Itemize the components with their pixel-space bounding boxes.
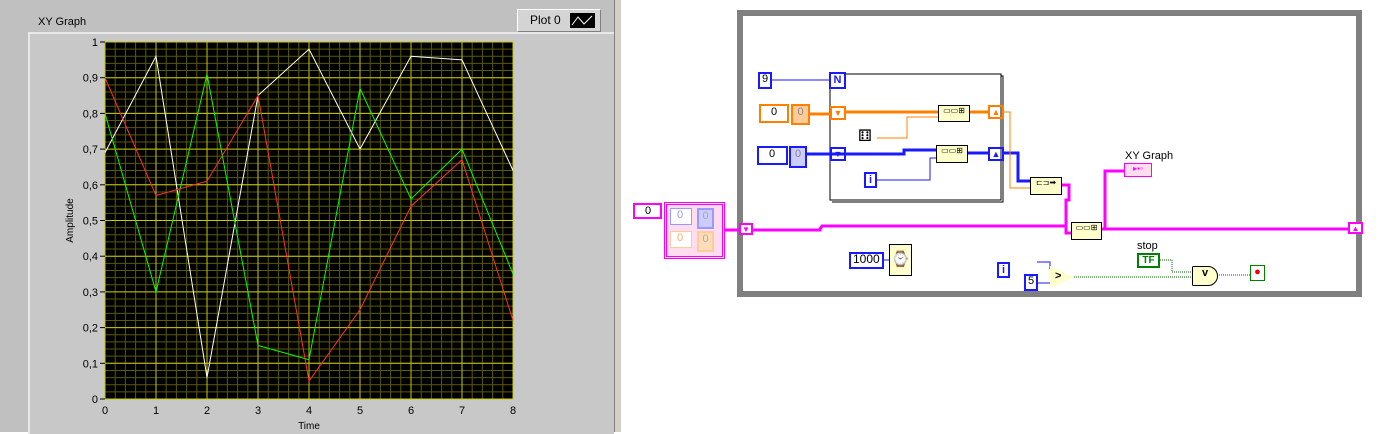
x-tick-label: 8 [510,405,516,417]
pink-shift-register-right: ▲ [1348,222,1363,234]
x-tick-label: 0 [102,405,108,417]
cluster-array-element[interactable]: 0 0 0 0 [664,202,725,259]
xy-graph[interactable]: 0 1 2 3 4 5 6 7 8 0 0,1 0,2 0,3 0,4 0,5 0,6 0,7 0,8 0,9 1Ti… [17,0,631,432]
xy-graph-terminal-label: XY Graph [1125,150,1174,162]
pink-shift-register-left: ▼ [739,223,753,235]
cluster-x-element: 0 [697,208,714,229]
legend-plot-name: Plot 0 [530,13,561,27]
blue-array-control[interactable]: 0 [757,146,788,165]
y-axis-label: Amplitude [65,198,76,243]
x-tick-label: 5 [357,405,363,417]
orange-array-element[interactable]: 0 [791,104,810,125]
x-tick-label: 7 [459,405,465,417]
y-tick-label: 0 [92,394,98,406]
for-loop[interactable] [829,73,1002,201]
blue-array-element[interactable]: 0 [789,146,807,168]
window-divider[interactable] [614,0,622,432]
orange-shift-register-left: ▼ [830,106,846,120]
y-tick-label: 0,1 [83,358,98,370]
series-line-white [104,48,514,378]
build-array-orange[interactable]: ▭▭⊞ [938,105,970,122]
plot-legend[interactable]: Plot 0 [517,9,601,32]
y-tick-label: 0,2 [83,323,98,335]
build-array-plots[interactable]: ▭▭⊞ [1071,222,1102,240]
y-tick-label: 0,9 [83,73,98,85]
while-loop[interactable] [737,10,1362,297]
graph-label: XY Graph [38,16,87,28]
random-number-dice-icon[interactable]: ⚅ [858,128,872,145]
front-panel: XY Graph Plot 0 0 1 2 3 4 5 6 7 8 0 0,1 0,2 0,3 0,4 0,… [0,0,614,434]
x-tick-label: 4 [306,405,312,417]
build-array-blue[interactable]: ▭▭⊞ [936,145,968,163]
x-tick-label: 1 [153,405,159,417]
wait-clock-icon[interactable]: ⌚ [889,244,912,276]
inner-iteration-terminal: i [864,172,877,188]
series-line-green [104,74,514,361]
x-tick-label: 3 [255,405,261,417]
outer-iteration-terminal: i [997,262,1010,278]
count-terminal: N [829,72,846,89]
y-tick-label: 0,7 [83,144,98,156]
blue-shift-register-left: ▼ [830,147,846,161]
plot-line-swatch-icon [570,13,595,28]
wait-ms-constant[interactable]: 1000 [849,252,884,269]
or-node[interactable]: v [1192,266,1218,286]
cluster-x-array: 0 [670,208,692,225]
cluster-array-control[interactable]: 0 [633,203,662,219]
y-tick-label: 1 [92,37,98,49]
compare-constant[interactable]: 5 [1024,274,1039,291]
loop-condition-stop-icon[interactable]: ● [1250,265,1265,281]
xy-graph-terminal[interactable]: ▸▪▫ [1124,163,1152,177]
x-tick-label: 2 [204,405,210,417]
blue-shift-register-right: ▲ [988,147,1004,161]
cluster-y-element: 0 [697,231,714,252]
bundle-node[interactable]: ⊏⊐➡ [1030,177,1062,195]
orange-shift-register-right: ▲ [988,105,1004,119]
orange-array-control[interactable]: 0 [759,104,789,123]
x-axis-label: Time [298,421,320,432]
cluster-y-array: 0 [670,231,692,248]
x-tick-label: 6 [408,405,414,417]
y-tick-label: 0,5 [83,216,98,228]
stop-label: stop [1137,240,1158,252]
stop-button-terminal[interactable]: TF [1137,253,1160,268]
y-tick-label: 0,4 [83,251,98,263]
y-tick-label: 0,8 [83,108,98,120]
y-tick-label: 0,3 [83,287,98,299]
y-tick-label: 0,6 [83,180,98,192]
series-line-red [104,77,514,383]
loop-count-constant[interactable]: 9 [758,72,773,89]
